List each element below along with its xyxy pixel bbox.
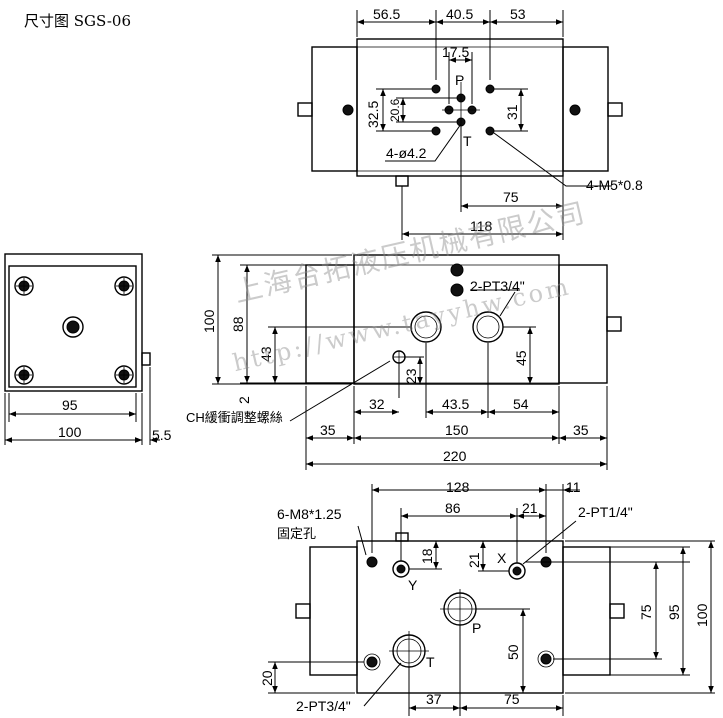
top-dim-53: 53 xyxy=(510,6,526,22)
bottom-view: 128 11 86 21 18 21 X Y P T 75 95 100 50 … xyxy=(259,479,715,716)
top-left-plug xyxy=(342,104,354,116)
front-dim-100: 100 xyxy=(201,309,217,333)
top-view: 56.5 40.5 53 17.5 P T 32.5 20.6 31 4-ø4.… xyxy=(297,6,643,240)
top-right-screw xyxy=(607,102,623,117)
bottom-dim-86: 86 xyxy=(445,500,461,516)
side-dim-100: 100 xyxy=(58,424,82,440)
bottom-dim-21-top: 21 xyxy=(522,500,538,516)
front-plug-upper xyxy=(450,263,464,277)
side-dim-95: 95 xyxy=(62,397,78,413)
front-dim-150: 150 xyxy=(445,422,469,438)
bottom-note-mount-desc: 固定孔 xyxy=(277,526,316,541)
bottom-dim-21-side: 21 xyxy=(466,552,482,568)
bottom-dim-18: 18 xyxy=(419,548,435,564)
bottom-right-end-cap xyxy=(562,546,611,676)
bottom-label-y: Y xyxy=(408,577,418,593)
bottom-right-screw xyxy=(609,603,625,619)
top-left-screw xyxy=(297,102,313,117)
bottom-note-mount-holes: 6-M8*1.25 xyxy=(277,506,342,522)
side-center-port xyxy=(62,316,84,338)
front-dim-88: 88 xyxy=(230,316,246,332)
side-screw xyxy=(141,352,151,366)
front-plug-lower xyxy=(450,283,464,297)
top-label-p: P xyxy=(455,72,464,88)
drawing-title: 尺寸图 SGS-06 xyxy=(24,12,132,30)
front-port-label: 2-PT3/4" xyxy=(470,278,525,294)
front-dim-35-right: 35 xyxy=(573,422,589,438)
bottom-dim-37: 37 xyxy=(426,691,442,707)
front-right-screw xyxy=(606,316,622,332)
top-bottom-screw xyxy=(395,175,409,187)
bottom-dim-128: 128 xyxy=(446,479,470,495)
bottom-note-main-ports: 2-PT3/4" xyxy=(296,698,351,714)
bottom-dim-75-h: 75 xyxy=(504,691,520,707)
front-dim-35-left: 35 xyxy=(320,422,336,438)
front-screw-label: CH緩衝調整螺絲 xyxy=(186,410,283,425)
bottom-label-p: P xyxy=(472,620,481,636)
side-inner-face xyxy=(8,265,137,388)
top-dim-31: 31 xyxy=(504,104,520,120)
top-note-threads: 4-M5*0.8 xyxy=(586,177,643,193)
bottom-left-screw xyxy=(295,603,311,619)
top-label-t: T xyxy=(463,133,472,149)
side-outer-body xyxy=(4,253,143,392)
bottom-note-pilot-ports: 2-PT1/4" xyxy=(578,504,633,520)
bottom-dim-50: 50 xyxy=(505,644,521,660)
side-dim-5-5: 5.5 xyxy=(152,427,172,443)
bottom-label-t: T xyxy=(426,654,435,670)
front-dim-45: 45 xyxy=(513,350,529,366)
front-dim-43-5: 43.5 xyxy=(442,396,469,412)
front-port-left xyxy=(410,311,442,343)
front-dim-220: 220 xyxy=(443,448,467,464)
front-left-end-cap xyxy=(305,264,355,384)
front-dim-32: 32 xyxy=(369,396,385,412)
front-right-end-cap xyxy=(558,264,608,384)
bottom-dim-95-v: 95 xyxy=(666,604,682,620)
top-right-plug xyxy=(569,104,581,116)
bottom-dim-75-v: 75 xyxy=(638,604,654,620)
bottom-label-x: X xyxy=(497,550,507,566)
top-dim-75: 75 xyxy=(503,189,519,205)
top-dim-40-5: 40.5 xyxy=(446,6,473,22)
front-dim-43: 43 xyxy=(258,346,274,362)
bottom-dim-100-v: 100 xyxy=(694,603,710,627)
top-dim-17-5: 17.5 xyxy=(442,44,469,60)
front-dim-2: 2 xyxy=(236,396,252,404)
front-dim-54: 54 xyxy=(513,396,529,412)
bottom-left-end-cap xyxy=(309,546,358,676)
front-port-right xyxy=(472,311,504,343)
bottom-dim-20: 20 xyxy=(259,670,275,686)
side-view: 95 100 5.5 xyxy=(4,253,172,445)
front-view: 100 88 43 2 23 45 2-PT3/4" 32 43.5 54 35… xyxy=(186,254,622,470)
top-note-holes: 4-ø4.2 xyxy=(386,145,427,161)
top-dim-118: 118 xyxy=(470,218,493,234)
top-dim-56-5: 56.5 xyxy=(373,6,400,22)
bottom-top-screw xyxy=(395,532,409,542)
top-dim-20-6: 20.6 xyxy=(388,98,402,122)
front-dim-23: 23 xyxy=(403,368,419,384)
top-dim-32-5: 32.5 xyxy=(365,101,381,128)
bottom-dim-11: 11 xyxy=(566,479,581,495)
